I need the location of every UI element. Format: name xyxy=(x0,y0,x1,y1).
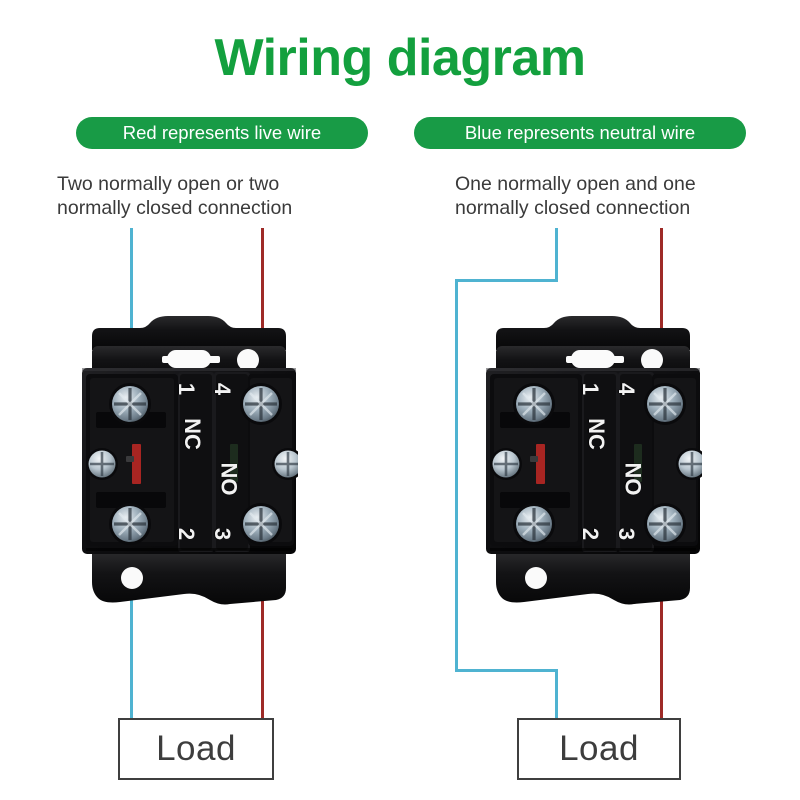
legend-badge-neutral: Blue represents neutral wire xyxy=(414,117,746,149)
right-neutral-wire-seg3 xyxy=(455,279,458,671)
mode-label-no-right: NO xyxy=(620,462,646,496)
mode-label-nc-left: NC xyxy=(179,418,205,450)
switch-body-left-graphic xyxy=(82,316,298,605)
terminal-label-2-right: 2 xyxy=(578,527,604,541)
right-neutral-wire-seg5 xyxy=(555,669,558,719)
mode-label-nc-right: NC xyxy=(583,418,609,450)
terminal-label-3-right: 3 xyxy=(614,527,640,541)
switch-body-right-graphic xyxy=(486,316,702,605)
mode-label-no-left: NO xyxy=(216,462,242,496)
terminal-label-3-left: 3 xyxy=(210,527,236,541)
load-box-right: Load xyxy=(517,718,681,780)
switch-device-right: 1 NC 2 4 NO 3 xyxy=(484,316,702,616)
page-title: Wiring diagram xyxy=(214,29,586,87)
right-neutral-wire-seg2 xyxy=(455,279,558,282)
terminal-label-1-right: 1 xyxy=(578,382,604,396)
right-neutral-wire-seg4 xyxy=(455,669,558,672)
terminal-label-2-left: 2 xyxy=(174,527,200,541)
switch-device-left: 1 NC 2 4 NO 3 xyxy=(80,316,298,616)
caption-left: Two normally open or two normally closed… xyxy=(57,173,293,219)
terminal-label-1-left: 1 xyxy=(174,382,200,396)
right-neutral-wire-seg1 xyxy=(555,228,558,282)
legend-badge-live: Red represents live wire xyxy=(76,117,368,149)
load-box-left: Load xyxy=(118,718,274,780)
terminal-label-4-left: 4 xyxy=(210,382,236,396)
caption-right: One normally open and one normally close… xyxy=(455,173,696,219)
terminal-label-4-right: 4 xyxy=(614,382,640,396)
